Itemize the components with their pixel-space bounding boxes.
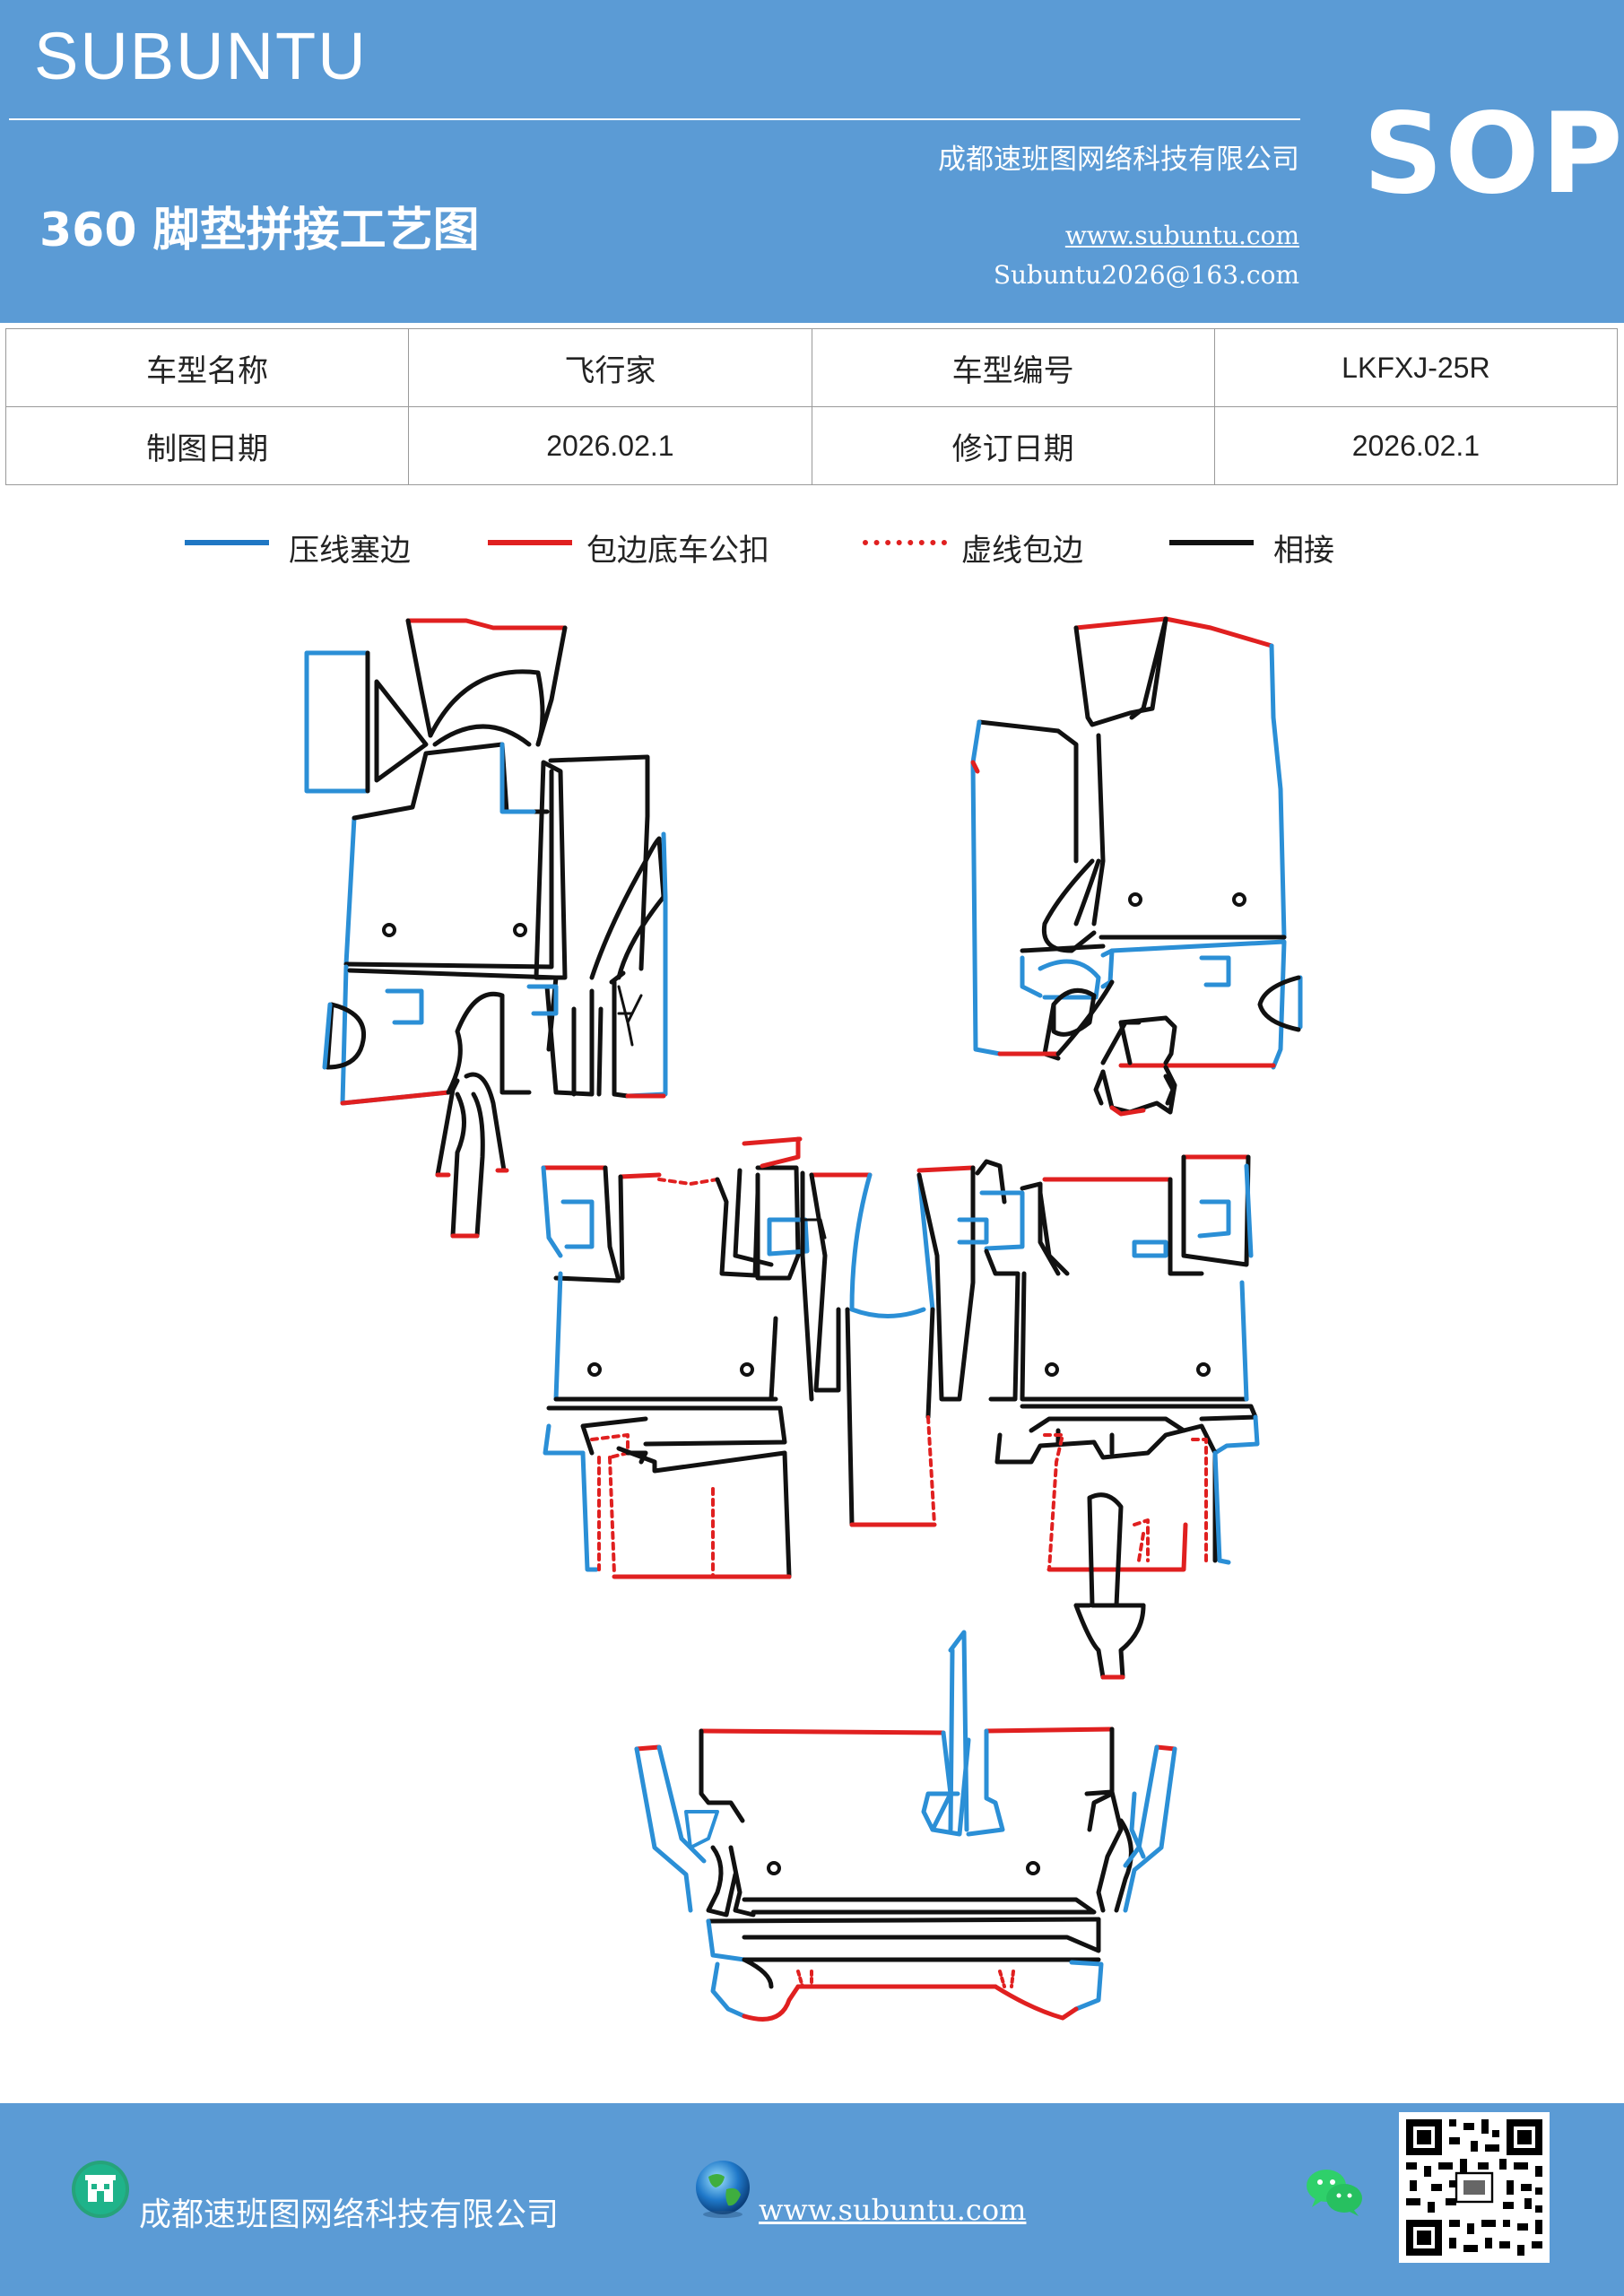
footer-company: 成都速班图网络科技有限公司 (139, 2196, 560, 2233)
mat-second-row (541, 1136, 1260, 1680)
header-website-link[interactable]: www.subuntu.com (1064, 221, 1299, 250)
legend-label: 虚线包边 (961, 533, 1083, 569)
table-row: 车型名称 飞行家 车型编号 LKFXJ-25R (4, 328, 1619, 407)
draw-date-label: 制图日期 (4, 406, 410, 485)
qr-code-pattern (1399, 2112, 1550, 2263)
model-info-table: 车型名称 飞行家 车型编号 LKFXJ-25R 制图日期 2026.02.1 修… (4, 328, 1619, 485)
model-code-value: LKFXJ-25R (1213, 328, 1619, 407)
legend-swatch (863, 540, 947, 545)
footer-website-link[interactable]: www.subuntu.com (759, 2193, 1027, 2227)
header-banner: SUBUNTU 成都速班图网络科技有限公司 360 脚垫拼接工艺图 www.su… (0, 0, 1624, 323)
header-company: 成都速班图网络科技有限公司 (938, 144, 1299, 176)
footer-banner: 成都速班图网络科技有限公司 www.subuntu.com (0, 2103, 1624, 2296)
building-icon (72, 2161, 129, 2218)
model-name-label: 车型名称 (4, 328, 410, 407)
globe-icon[interactable] (692, 2159, 753, 2220)
model-code-label: 车型编号 (811, 328, 1215, 407)
mat-front-left (304, 618, 668, 1239)
legend-label: 相接 (1273, 533, 1334, 569)
mat-front-right (970, 616, 1303, 1117)
wechat-icon[interactable] (1305, 2166, 1364, 2218)
brand-name: SUBUNTU (34, 19, 368, 93)
document-title: 360 脚垫拼接工艺图 (39, 204, 480, 257)
legend-label: 压线塞边 (289, 533, 411, 569)
table-row: 制图日期 2026.02.1 修订日期 2026.02.1 (4, 406, 1619, 485)
legend-swatch (185, 540, 269, 545)
revise-date-value: 2026.02.1 (1213, 406, 1619, 485)
header-email: Subuntu2026@163.com (993, 260, 1299, 290)
mat-third-row (634, 1630, 1177, 2022)
qr-code (1399, 2112, 1550, 2263)
legend-label: 包边底车公扣 (586, 533, 769, 569)
draw-date-value: 2026.02.1 (408, 406, 812, 485)
legend-swatch (488, 540, 572, 545)
legend-swatch (1169, 540, 1254, 545)
sop-badge: SOP (1363, 90, 1624, 219)
revise-date-label: 修订日期 (811, 406, 1215, 485)
model-name-value: 飞行家 (408, 328, 812, 407)
header-divider (9, 118, 1300, 120)
line-legend: 压线塞边 包边底车公扣 虚线包边 相接 (0, 524, 1624, 578)
